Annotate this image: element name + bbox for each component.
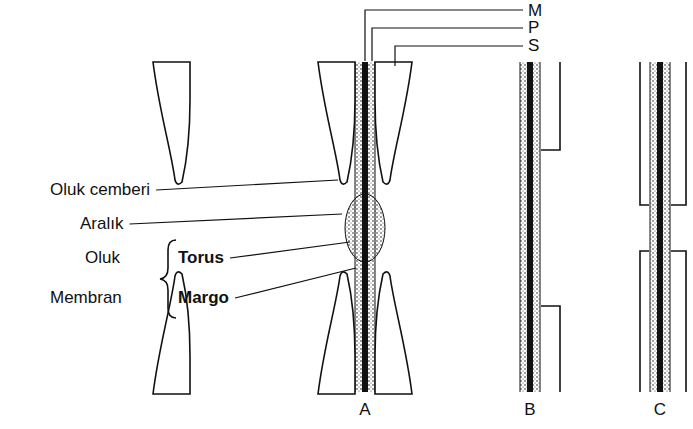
part-label: Oluk cemberi: [50, 181, 150, 200]
part-label: Membran: [50, 289, 122, 308]
leader-line: [129, 214, 342, 224]
layer-label: P: [528, 19, 539, 38]
simple-pit-c: [640, 62, 686, 392]
leader-line: [235, 268, 356, 298]
leader-line: [230, 242, 350, 258]
leader-line: [156, 180, 338, 190]
brace: [160, 240, 176, 318]
leader-line: [365, 10, 523, 61]
half-bordered-pit-b: [153, 62, 560, 394]
figure-letter: B: [524, 401, 535, 420]
leader-line: [395, 46, 523, 66]
layer-label: S: [528, 37, 539, 56]
part-label: Margo: [178, 289, 229, 308]
figure-letter: C: [654, 401, 666, 420]
figure-letter: A: [359, 401, 370, 420]
part-label: Torus: [178, 249, 224, 268]
bordered-pit-a: [318, 62, 412, 394]
part-label: Oluk: [85, 249, 120, 268]
part-label: Aralık: [80, 215, 123, 234]
